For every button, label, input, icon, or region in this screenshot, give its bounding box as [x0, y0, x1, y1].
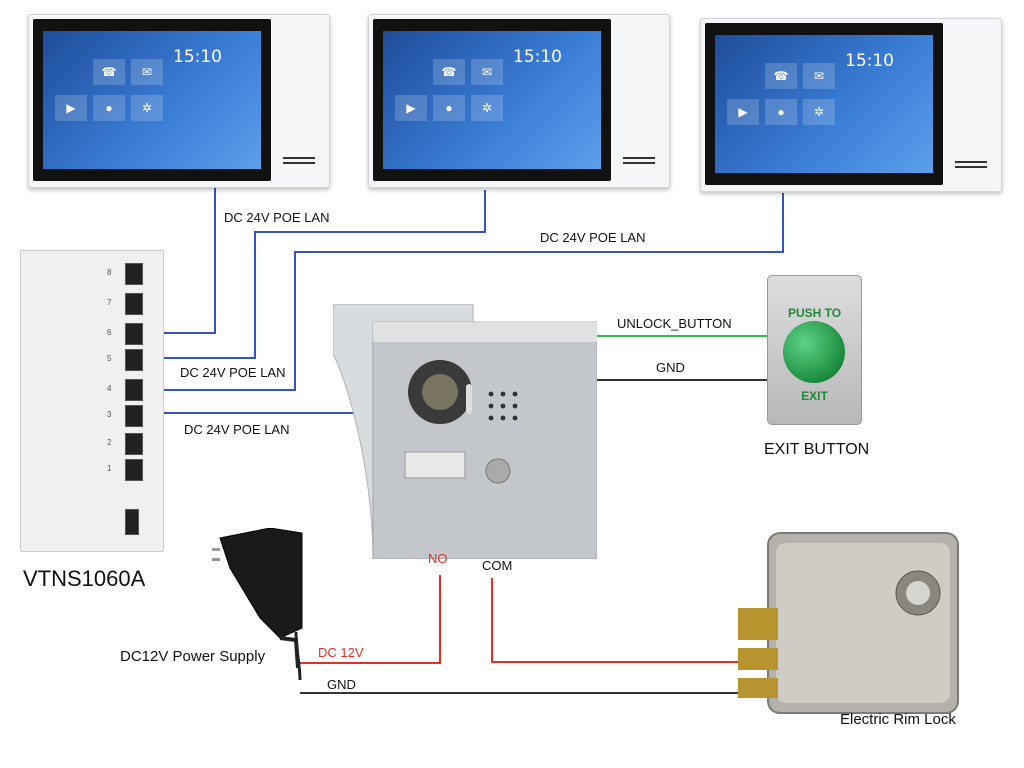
switch-port	[125, 433, 143, 455]
switch-label: VTNS1060A	[23, 566, 146, 591]
door-station	[332, 303, 598, 560]
power-port	[125, 509, 139, 535]
switch-port-number: 3	[107, 410, 112, 419]
monitor-screen: ☎ ✉ ▶ ● ✲ 15:10	[715, 35, 933, 173]
green-push-button	[783, 321, 845, 383]
indoor-monitor-3: ☎ ✉ ▶ ● ✲ 15:10	[700, 18, 1002, 192]
monitor-screen: ☎ ✉ ▶ ● ✲ 15:10	[43, 31, 261, 169]
monitor3-link-label: DC 24V POE LAN	[540, 230, 646, 245]
dc12v-label: DC 12V	[318, 645, 364, 660]
exit-text: EXIT	[801, 389, 828, 403]
switch-port-number: 8	[107, 268, 112, 277]
camera-icon: ▶	[395, 95, 427, 121]
user-icon: ●	[433, 95, 465, 121]
speaker-grille	[955, 161, 987, 171]
mail-icon: ✉	[803, 63, 835, 89]
gnd-bottom-label: GND	[327, 677, 356, 692]
phone-icon: ☎	[93, 59, 125, 85]
gear-icon: ✲	[471, 95, 503, 121]
phone-icon: ☎	[765, 63, 797, 89]
no-label: NO	[428, 551, 448, 566]
indoor-monitor-1: ☎ ✉ ▶ ● ✲ 15:10	[28, 14, 330, 188]
exit-button: PUSH TO EXIT	[767, 275, 862, 425]
clock-text: 15:10	[513, 47, 562, 67]
switch-port	[125, 379, 143, 401]
clock-text: 15:10	[173, 47, 222, 67]
camera-icon: ▶	[55, 95, 87, 121]
com-label: COM	[482, 558, 513, 573]
switch-port-number: 7	[107, 298, 112, 307]
mail-icon: ✉	[471, 59, 503, 85]
switch-port-number: 2	[107, 438, 112, 447]
switch-port	[125, 263, 143, 285]
switch-port-number: 6	[107, 328, 112, 337]
electric-rim-lock	[738, 523, 968, 723]
lan-wire-monitor3	[140, 193, 784, 391]
power-supply	[210, 527, 320, 678]
speaker-grille	[283, 157, 315, 167]
switch-port	[125, 293, 143, 315]
switch-port-number: 5	[107, 354, 112, 363]
poe-switch: 8 7 6 5 4 3 2 1	[20, 250, 164, 552]
gear-icon: ✲	[803, 99, 835, 125]
gear-icon: ✲	[131, 95, 163, 121]
monitor1-link-label: DC 24V POE LAN	[224, 210, 330, 225]
switch-port	[125, 323, 143, 345]
phone-icon: ☎	[433, 59, 465, 85]
switch-port-number: 4	[107, 384, 112, 393]
gnd-button-label: GND	[656, 360, 685, 375]
com-wire	[491, 578, 740, 663]
switch-port	[125, 405, 143, 427]
monitor-screen: ☎ ✉ ▶ ● ✲ 15:10	[383, 31, 601, 169]
lan-wire-monitor2	[140, 190, 486, 359]
lock-label: Electric Rim Lock	[840, 711, 956, 728]
unlock-label: UNLOCK_BUTTON	[617, 316, 732, 331]
no-wire	[300, 575, 441, 664]
exit-button-label: EXIT BUTTON	[764, 441, 870, 458]
switch-port	[125, 349, 143, 371]
user-icon: ●	[765, 99, 797, 125]
clock-text: 15:10	[845, 51, 894, 71]
mail-icon: ✉	[131, 59, 163, 85]
indoor-monitor-2: ☎ ✉ ▶ ● ✲ 15:10	[368, 14, 670, 188]
lan-wire-monitor1	[140, 185, 216, 334]
camera-icon: ▶	[727, 99, 759, 125]
user-icon: ●	[93, 95, 125, 121]
speaker-grille	[623, 157, 655, 167]
switch-port-number: 1	[107, 464, 112, 473]
monitor2-link-label: DC 24V POE LAN	[180, 365, 286, 380]
switch-port	[125, 459, 143, 481]
doorstation-link-label: DC 24V POE LAN	[184, 422, 290, 437]
push-to-text: PUSH TO	[787, 306, 842, 320]
psu-label: DC12V Power Supply	[120, 648, 266, 665]
